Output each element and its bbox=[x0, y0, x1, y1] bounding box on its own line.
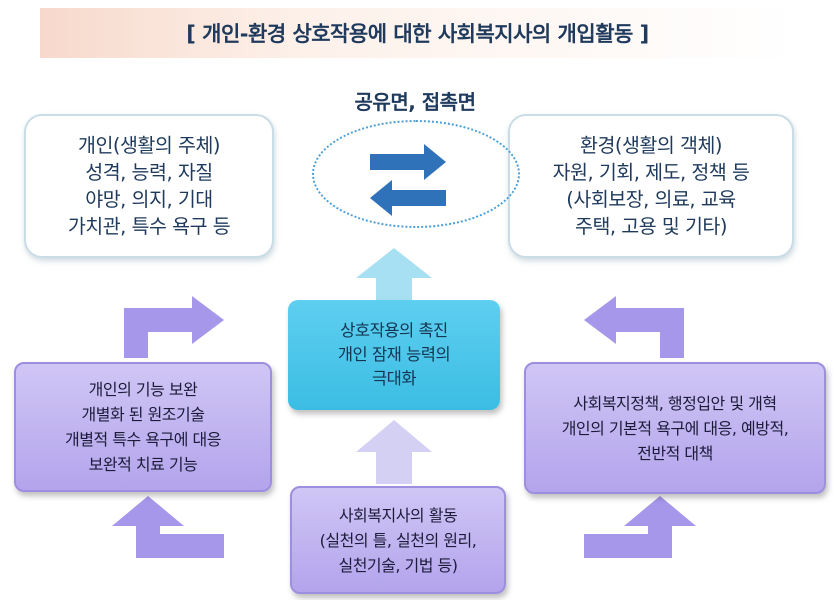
bottom-box-line: (실천의 틀, 실천의 원리, bbox=[319, 530, 477, 550]
environment-box-line: 환경(생활의 객체) bbox=[580, 134, 723, 157]
bent-arrow-icon bbox=[584, 496, 696, 558]
bottom-box-line: 실천기술, 기법 등) bbox=[338, 555, 458, 575]
person-box-line: 개인(생활의 주체) bbox=[78, 134, 221, 157]
right-arrow-icon bbox=[370, 144, 446, 180]
environment-box: 환경(생활의 객체) 자원, 기회, 제도, 정책 등 (사회보장, 의료, 교… bbox=[508, 114, 794, 258]
right-box-line: 사회복지정책, 행정입안 및 개혁 bbox=[573, 393, 777, 413]
left-box-line: 개별적 특수 욕구에 대응 bbox=[65, 430, 221, 449]
left-arrow-icon bbox=[370, 180, 446, 216]
left-function-box: 개인의 기능 보완 개별화 된 원조기술 개별적 특수 욕구에 대응 보완적 치… bbox=[14, 362, 272, 492]
center-box-line: 상호작용의 촉진 bbox=[340, 321, 448, 340]
right-box-line: 개인의 기본적 욕구에 대응, 예방적, bbox=[561, 418, 789, 438]
bent-arrow-icon bbox=[124, 296, 224, 358]
right-box-line: 전반적 대책 bbox=[637, 443, 713, 463]
right-policy-box: 사회복지정책, 행정입안 및 개혁 개인의 기본적 욕구에 대응, 예방적, 전… bbox=[524, 362, 826, 494]
up-arrow-icon bbox=[356, 248, 432, 306]
person-box-line: 야망, 의지, 기대 bbox=[85, 188, 213, 211]
environment-box-line: 자원, 기회, 제도, 정책 등 bbox=[552, 161, 750, 184]
left-box-line: 개인의 기능 보완 bbox=[88, 380, 198, 399]
environment-box-line: 주택, 고용 및 기타) bbox=[575, 215, 727, 238]
exchange-arrows-icon bbox=[370, 144, 446, 216]
title-banner: [ 개인-환경 상호작용에 대한 사회복지사의 개입활동 ] bbox=[40, 8, 795, 58]
left-box-line: 개별화 된 원조기술 bbox=[81, 405, 205, 424]
environment-box-line: (사회보장, 의료, 교육 bbox=[566, 188, 736, 211]
social-worker-activity-box: 사회복지사의 활동 (실천의 틀, 실천의 원리, 실천기술, 기법 등) bbox=[290, 486, 506, 594]
bottom-box-line: 사회복지사의 활동 bbox=[338, 505, 458, 525]
person-box-line: 성격, 능력, 자질 bbox=[85, 161, 213, 184]
up-arrow-icon bbox=[356, 420, 432, 484]
left-box-line: 보완적 치료 기능 bbox=[88, 455, 198, 474]
center-box-line: 개인 잠재 능력의 bbox=[337, 345, 451, 364]
bent-arrow-icon bbox=[112, 496, 224, 558]
center-box-line: 극대화 bbox=[371, 369, 417, 388]
interface-label: 공유면, 접촉면 bbox=[354, 90, 476, 114]
interface-ellipse bbox=[312, 120, 520, 228]
person-box-line: 가치관, 특수 욕구 등 bbox=[67, 215, 231, 238]
center-box: 상호작용의 촉진 개인 잠재 능력의 극대화 bbox=[288, 300, 500, 410]
person-box: 개인(생활의 주체) 성격, 능력, 자질 야망, 의지, 기대 가치관, 특수… bbox=[24, 114, 274, 258]
bent-arrow-icon bbox=[584, 296, 684, 358]
diagram-title: [ 개인-환경 상호작용에 대한 사회복지사의 개입활동 ] bbox=[186, 22, 649, 46]
